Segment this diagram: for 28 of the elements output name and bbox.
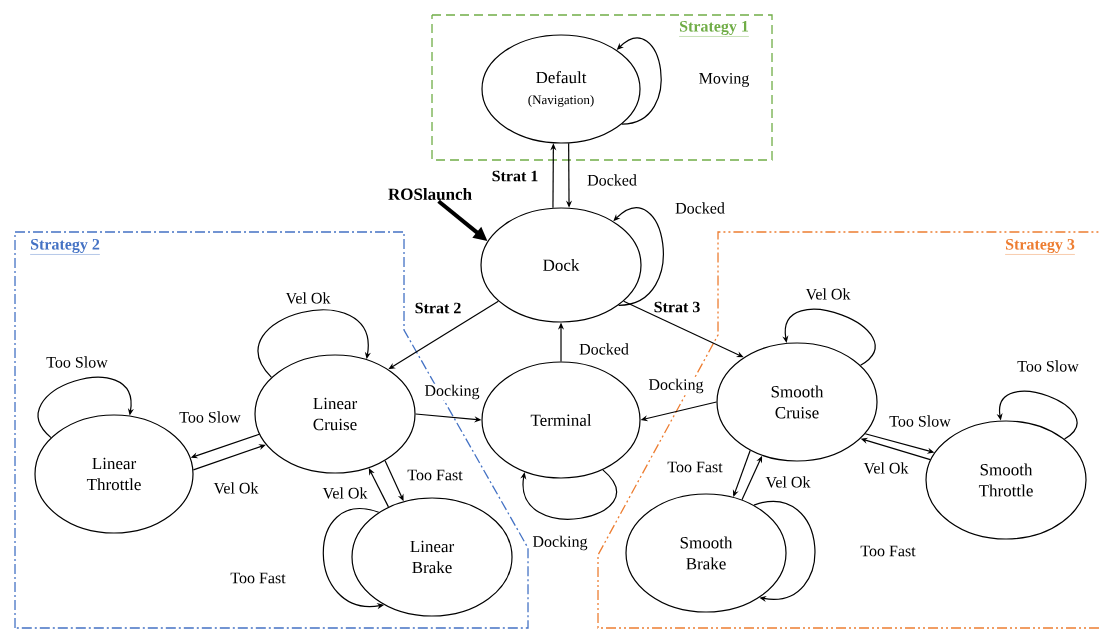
edge-label: Vel Ok <box>212 481 260 495</box>
edge-label: Docking <box>647 377 705 395</box>
loop-arrow <box>37 376 134 439</box>
edge-label: Vel Ok <box>284 291 332 305</box>
edge-label: Docking <box>531 534 589 552</box>
arrow <box>192 444 266 471</box>
edge-label: Moving <box>697 71 751 88</box>
loop-arrow <box>520 469 618 520</box>
loop-arrow <box>753 500 816 602</box>
edge-label: Vel Ok <box>862 461 910 475</box>
edge-label: Docked <box>586 173 638 187</box>
arrow <box>368 468 390 508</box>
edge-label: Too Fast <box>666 460 724 474</box>
edge-label: Docking <box>423 383 481 401</box>
edge-label: Docked <box>674 201 726 215</box>
edge-label: Vel Ok <box>804 287 852 301</box>
edge-label: Too Fast <box>859 544 917 558</box>
edge-label: Too Slow <box>45 355 109 369</box>
start-label: ROSlaunch <box>388 188 472 200</box>
edge-label: Too Slow <box>1016 359 1080 373</box>
loop-arrow <box>257 309 371 378</box>
edge-label: Vel Ok <box>321 486 369 500</box>
edge-label: Strat 2 <box>413 301 463 315</box>
loop-arrow <box>613 207 664 306</box>
edge-label: Strat 1 <box>490 169 540 183</box>
edge-label: Too Fast <box>229 571 287 585</box>
edge-label: Vel Ok <box>764 475 812 489</box>
edge-label: Strat 3 <box>652 300 702 314</box>
